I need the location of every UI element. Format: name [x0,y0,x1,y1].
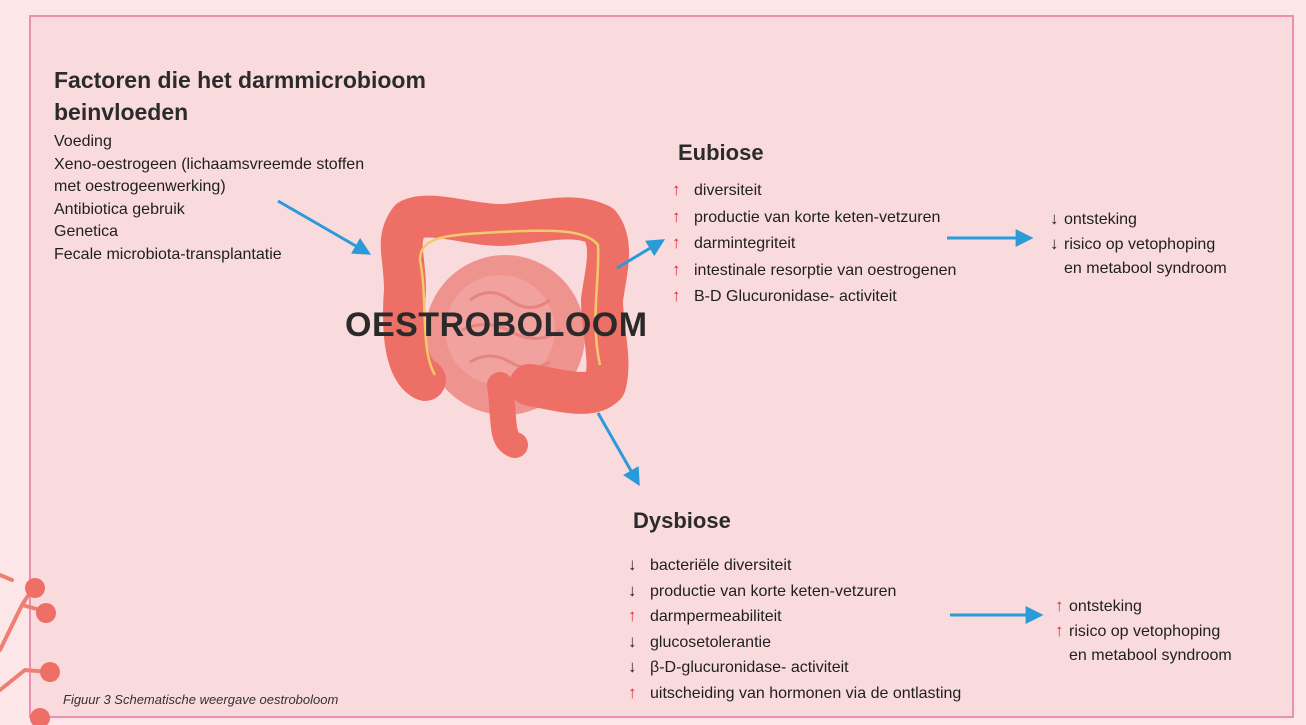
arrow-down-icon: ↓ [628,655,650,680]
eubiose-list: ↑diversiteit ↑productie van korte keten-… [672,177,956,310]
dysbiose-title: Dysbiose [633,508,731,534]
eubiose-title: Eubiose [678,140,764,166]
effect-text: ontsteking [1064,211,1137,228]
effect-item: ↑ontsteking [1055,594,1232,619]
effect-item: ↓risico op vetophoping [1050,232,1227,257]
dysbiose-item-text: darmpermeabiliteit [650,605,782,630]
branch-decoration [0,575,60,725]
effect-text: risico op vetophoping [1064,236,1215,253]
arrow-down-icon: ↓ [628,630,650,655]
dysbiose-list: ↓bacteriële diversiteit ↓productie van k… [628,553,961,706]
arrow-up-icon: ↑ [628,681,650,706]
effect-text: en metabool syndroom [1069,647,1232,664]
eubiose-item: ↑productie van korte keten-vetzuren [672,204,956,231]
eubiose-item: ↑darmintegriteit [672,230,956,257]
arrow-up-icon: ↑ [1055,619,1069,643]
dysbiose-item: ↓bacteriële diversiteit [628,553,961,579]
arrow-down-icon: ↓ [628,579,650,604]
dysbiose-item: ↓glucosetolerantie [628,630,961,656]
arrow-up-icon: ↑ [672,230,694,256]
factor-item: Xeno-oestrogeen (lichaamsvreemde stoffen [54,154,364,177]
eubiose-item-text: B-D Glucuronidase- activiteit [694,284,897,310]
factor-item: met oestrogeenwerking) [54,176,364,199]
dysbiose-item: ↓productie van korte keten-vetzuren [628,579,961,605]
eubiose-item: ↑intestinale resorptie van oestrogenen [672,257,956,284]
effect-text: risico op vetophoping [1069,623,1220,640]
arrow-up-icon: ↑ [672,177,694,203]
figure-caption: Figuur 3 Schematische weergave oestrobol… [63,692,338,707]
arrow-up-icon: ↑ [672,257,694,283]
dysbiose-effects: ↑ontsteking ↑risico op vetophoping en me… [1055,594,1232,668]
eubiose-item-text: darmintegriteit [694,231,795,257]
dysbiose-item-text: bacteriële diversiteit [650,554,791,579]
dysbiose-item-text: glucosetolerantie [650,631,771,656]
arrow-up-icon: ↑ [1055,594,1069,618]
dysbiose-item: ↑darmpermeabiliteit [628,604,961,630]
dysbiose-item-text: β-D-glucuronidase- activiteit [650,656,849,681]
factors-title: Factoren die het darmmicrobioom beinvloe… [54,64,534,128]
effect-item: en metabool syndroom [1050,257,1227,281]
arrow-down-icon: ↓ [1050,207,1064,231]
effect-item: ↓ontsteking [1050,207,1227,232]
arrow-up-icon: ↑ [628,604,650,629]
factors-list: Voeding Xeno-oestrogeen (lichaamsvreemde… [54,131,364,266]
arrow-down-icon: ↓ [628,553,650,578]
eubiose-item: ↑diversiteit [672,177,956,204]
center-label: OESTROBOLOOM [345,306,648,345]
effect-text: en metabool syndroom [1064,260,1227,277]
dysbiose-item: ↑uitscheiding van hormonen via de ontlas… [628,681,961,707]
effect-item: ↑risico op vetophoping [1055,619,1232,644]
effect-item: en metabool syndroom [1055,644,1232,668]
eubiose-item-text: intestinale resorptie van oestrogenen [694,258,956,284]
dysbiose-item-text: uitscheiding van hormonen via de ontlast… [650,682,961,707]
arrow-up-icon: ↑ [672,204,694,230]
factor-item: Voeding [54,131,364,154]
factor-item: Genetica [54,221,364,244]
arrow-up-icon: ↑ [672,283,694,309]
effect-text: ontsteking [1069,598,1142,615]
eubiose-item-text: productie van korte keten-vetzuren [694,205,940,231]
dysbiose-item-text: productie van korte keten-vetzuren [650,580,896,605]
factor-item: Fecale microbiota-transplantatie [54,244,364,267]
eubiose-item-text: diversiteit [694,178,762,204]
eubiose-item: ↑B-D Glucuronidase- activiteit [672,283,956,310]
arrow-to-dysbiose [598,413,638,483]
arrow-down-icon: ↓ [1050,232,1064,256]
factor-item: Antibiotica gebruik [54,199,364,222]
dysbiose-item: ↓β-D-glucuronidase- activiteit [628,655,961,681]
eubiose-effects: ↓ontsteking ↓risico op vetophoping en me… [1050,207,1227,281]
